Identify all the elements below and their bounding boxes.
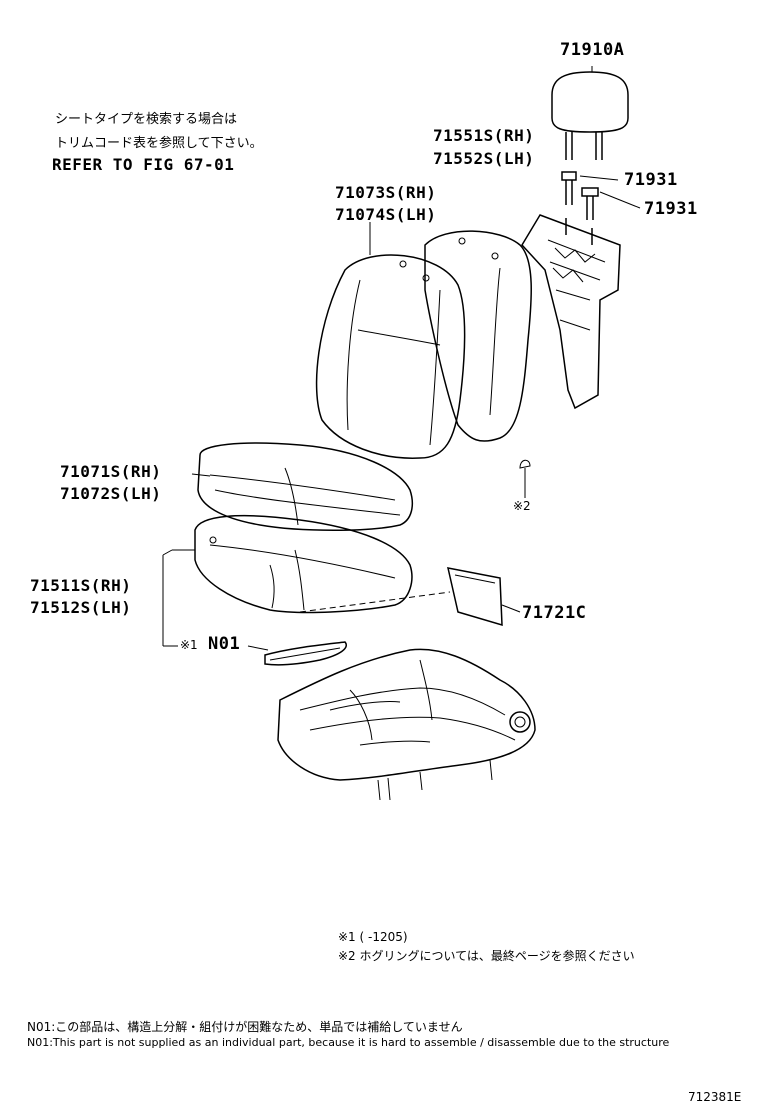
part-label-71511S[interactable]: 71511S(RH): [30, 576, 132, 595]
seatback-frame-drawing: [521, 214, 621, 410]
headrest-drawing: [551, 66, 629, 160]
search-note-line2: トリムコード表を参照して下さい。: [55, 136, 263, 151]
part-label-71931-upper[interactable]: 71931: [624, 170, 678, 190]
seatback-cover-drawing: [315, 222, 466, 459]
cushion-cover-drawing: [191, 442, 413, 531]
side-cover-drawing: [299, 567, 521, 627]
hog-ring-mark: ※2: [513, 499, 531, 513]
part-label-71074S[interactable]: 71074S(LH): [335, 205, 437, 224]
n01-note-english: N01:This part is not supplied as an indi…: [27, 1036, 670, 1049]
headrest-support-drawing: [561, 171, 641, 220]
part-label-71931-lower[interactable]: 71931: [644, 199, 698, 219]
footnote-2: ※2 ホグリングについては、最終ページを参照ください: [338, 949, 635, 963]
part-label-71072S[interactable]: 71072S(LH): [60, 484, 162, 503]
n01-part-drawing: [247, 641, 347, 666]
part-label-71073S[interactable]: 71073S(RH): [335, 183, 437, 202]
seatback-pad-drawing: [424, 230, 532, 442]
part-label-71071S[interactable]: 71071S(RH): [60, 462, 162, 481]
hog-ring-drawing: [519, 459, 531, 498]
cushion-pad-drawing: [172, 514, 413, 614]
part-label-71910A[interactable]: 71910A: [560, 40, 625, 60]
seat-track-drawing: [277, 648, 536, 801]
part-label-71721C[interactable]: 71721C: [522, 603, 587, 623]
footnote-1: ※1 ( -1205): [338, 930, 408, 944]
refer-fig-link[interactable]: REFER TO FIG 67-01: [52, 155, 235, 174]
n01-footnote-mark: ※1: [180, 638, 198, 652]
search-note-line1: シートタイプを検索する場合は: [55, 112, 238, 127]
part-label-71512S[interactable]: 71512S(LH): [30, 598, 132, 617]
part-label-71552S[interactable]: 71552S(LH): [433, 149, 535, 168]
figure-code: 712381E: [688, 1090, 742, 1104]
part-label-N01[interactable]: N01: [208, 634, 241, 654]
n01-note-japanese: N01:この部品は、構造上分解・組付けが困難なため、単品では補給していません: [27, 1020, 463, 1034]
part-label-71551S[interactable]: 71551S(RH): [433, 126, 535, 145]
